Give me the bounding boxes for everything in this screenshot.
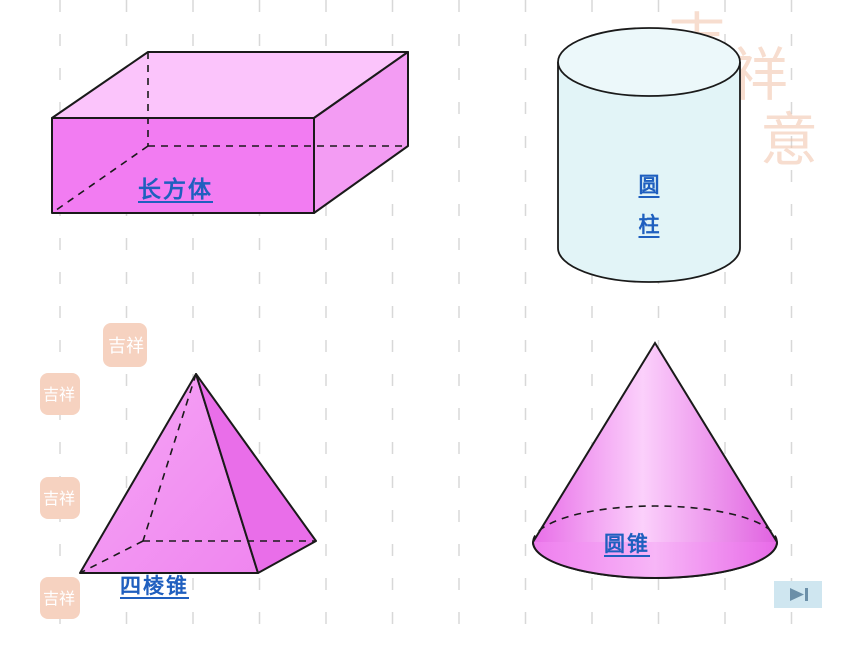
cone-shape [531, 341, 779, 579]
cylinder-shape [557, 27, 741, 283]
seal-stamp-small-4: 吉祥 [40, 577, 80, 619]
skip-forward-icon [790, 588, 808, 601]
pyramid-label: 四棱锥 [120, 574, 189, 598]
svg-text:吉祥: 吉祥 [43, 589, 75, 608]
cuboid-label: 长方体 [138, 177, 213, 203]
svg-text:吉祥: 吉祥 [43, 489, 75, 508]
pyramid-shape [79, 373, 317, 574]
seal-stamp-small-2: 吉祥 [40, 373, 80, 415]
next-slide-button[interactable] [774, 581, 822, 608]
cone-label: 圆锥 [604, 532, 650, 556]
svg-text:吉祥: 吉祥 [108, 336, 144, 357]
svg-text:意: 意 [760, 106, 818, 174]
seal-stamp-small-3: 吉祥 [40, 477, 80, 519]
svg-text:吉祥: 吉祥 [43, 385, 75, 404]
cylinder-label: 圆柱 [638, 173, 660, 237]
cuboid-shape [51, 51, 409, 214]
seal-stamp-small-1: 吉祥 [103, 323, 147, 367]
